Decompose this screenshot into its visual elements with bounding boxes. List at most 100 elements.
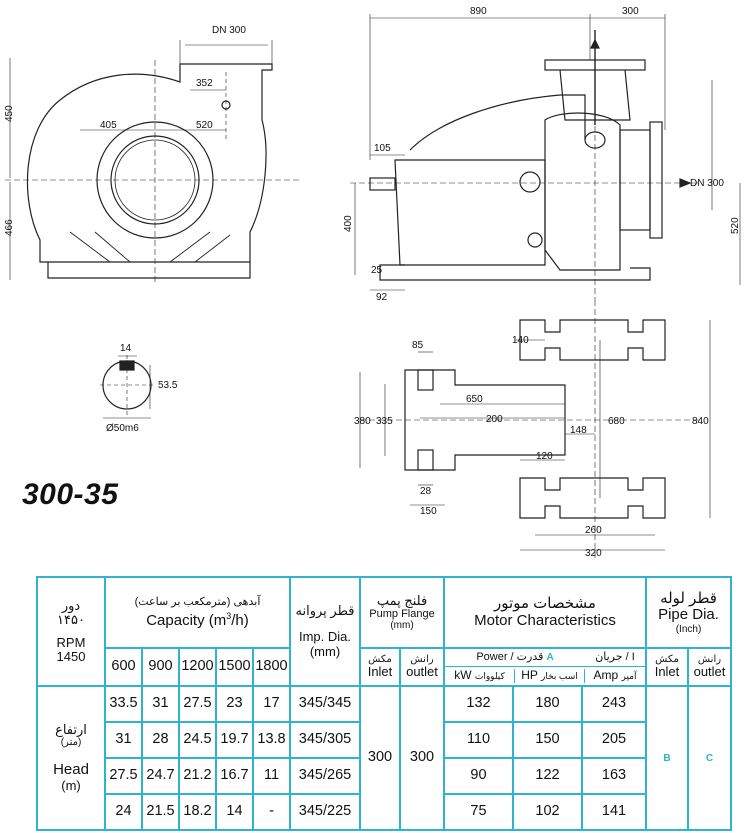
motor-hp: HP [521,668,538,683]
pipe-header: قطر لوله Pipe Dia. (Inch) [645,576,732,649]
motor-label: Motor Characteristics [474,611,616,629]
imp-value: 345/265 [289,757,361,795]
flange-outlet-label: outlet [406,664,438,680]
head-value: 19.7 [215,721,254,759]
pipe-outlet-fa: رانش [697,654,722,666]
kw-value: 90 [443,757,514,795]
dim-base-85: 85 [412,340,424,351]
dim-side-foot: 25 [371,265,383,276]
head-value: 16.7 [215,757,254,795]
motor-mark-a: A [546,652,554,664]
dim-front-flange: DN 300 [212,25,246,36]
head-value: 18.2 [178,793,217,831]
dim-base-148: 148 [570,425,587,436]
head-value: 21.5 [141,793,180,831]
motor-subheader: Power / قدرت A جریان / I kW کیلووات HP ا… [443,647,647,687]
motor-power-fa: قدرت [516,651,544,664]
dim-base-120: 120 [536,451,553,462]
dim-side-foot-width: 92 [376,292,388,303]
flange-outlet-fa: رانش [410,654,434,666]
hp-value: 180 [512,685,583,723]
pipe-inlet-label: Inlet [654,664,680,680]
head-value: 17 [252,685,291,723]
dim-front-right: 520 [196,120,213,131]
amp-value: 205 [581,721,647,759]
dim-shaft-diameter: Ø50m6 [106,423,139,434]
imp-header: قطر پروانه Imp. Dia. (mm) [289,576,361,687]
dim-base-260: 260 [585,525,602,536]
dim-key-width: 14 [120,343,132,354]
amp-value: 141 [581,793,647,831]
flange-outlet-header: رانش outlet [399,647,445,687]
table-row: 27.5 24.7 21.2 16.7 11 345/265 90 122 16… [37,757,731,795]
capacity-fa: آبدهی [233,595,261,608]
flange-inlet-label: Inlet [367,664,393,680]
hp-value: 122 [512,757,583,795]
capacity-col-2: 900 [141,647,180,687]
dim-base-320: 320 [585,548,602,559]
capacity-header: آبدهی (مترمکعب بر ساعت) Capacity (m3/h) [104,576,291,649]
head-unit: (m) [61,777,81,793]
flange-unit: (mm) [390,620,414,632]
spec-table: دور ۱۴۵۰ RPM 1450 آبدهی (مترمکعب بر ساعت… [36,576,732,831]
imp-unit: (mm) [309,643,341,659]
head-value: 31 [104,721,143,759]
capacity-col-5: 1800 [252,647,291,687]
dim-base-680: 680 [608,416,625,427]
pipe-inlet-header: مکش Inlet [645,647,689,687]
pipe-unit: (Inch) [675,623,702,635]
motor-fa: مشخصات موتور [494,595,596,612]
motor-header: مشخصات موتور Motor Characteristics [443,576,647,649]
capacity-col-3: 1200 [178,647,217,687]
flange-inlet-header: مکش Inlet [359,647,401,687]
flange-label: Pump Flange [369,608,435,621]
dim-base-335: 335 [376,416,393,427]
kw-value: 75 [443,793,514,831]
pipe-outlet-label: outlet [693,664,726,680]
model-number: 300-35 [22,478,119,511]
motor-hp-fa: اسب بخار [541,671,578,682]
head-value: 24.5 [178,721,217,759]
rpm-value: 1450 [56,648,86,664]
dim-front-offset: 352 [196,78,213,89]
dim-side-extra: 300 [622,6,639,17]
motor-amp: Amp [593,668,619,683]
head-header: ارتفاع (متر) Head (m) [36,685,106,831]
front-view-drawing [5,40,300,285]
capacity-col-4: 1500 [215,647,254,687]
motor-current-label: جریان / I [595,651,635,664]
head-value: 23 [215,685,254,723]
dim-base-150: 150 [420,506,437,517]
head-value: 28 [141,721,180,759]
dim-side-length: 890 [470,6,487,17]
dim-key-height: 53.5 [158,380,178,391]
table-row: ارتفاع (متر) Head (m) 33.5 31 27.5 23 17… [36,685,732,831]
head-value: 14 [215,793,254,831]
imp-value: 345/305 [289,721,361,759]
dim-side-shaft: 105 [374,143,391,154]
flange-inlet-fa: مکش [368,654,392,666]
motor-power-label: Power [476,651,508,664]
pipe-inlet-mark: B [645,685,689,831]
head-value: 27.5 [104,757,143,795]
hp-value: 102 [512,793,583,831]
rpm-header: دور ۱۴۵۰ RPM 1450 [36,576,106,687]
dim-side-inlet-height: 520 [730,217,741,234]
capacity-label: Capacity (m [146,611,227,629]
motor-amp-fa: آمپر [621,671,637,682]
head-value: 33.5 [104,685,143,723]
flange-outlet-value: 300 [399,685,445,831]
imp-label: Imp. Dia. [298,629,351,645]
imp-fa: قطر پروانه [295,603,355,619]
head-value: - [252,793,291,831]
capacity-fa-unit: (مترمکعب بر ساعت) [134,595,231,608]
kw-value: 110 [443,721,514,759]
flange-header: فلنج پمپ Pump Flange (mm) [359,576,445,649]
head-value: 31 [141,685,180,723]
motor-kw: kW [454,668,472,683]
motor-kw-fa: کیلووات [474,671,505,682]
pipe-label: Pipe Dia. [658,606,719,623]
shaft-section-drawing [100,355,155,419]
capacity-col-1: 600 [104,647,143,687]
pipe-inlet-fa: مکش [655,654,679,666]
